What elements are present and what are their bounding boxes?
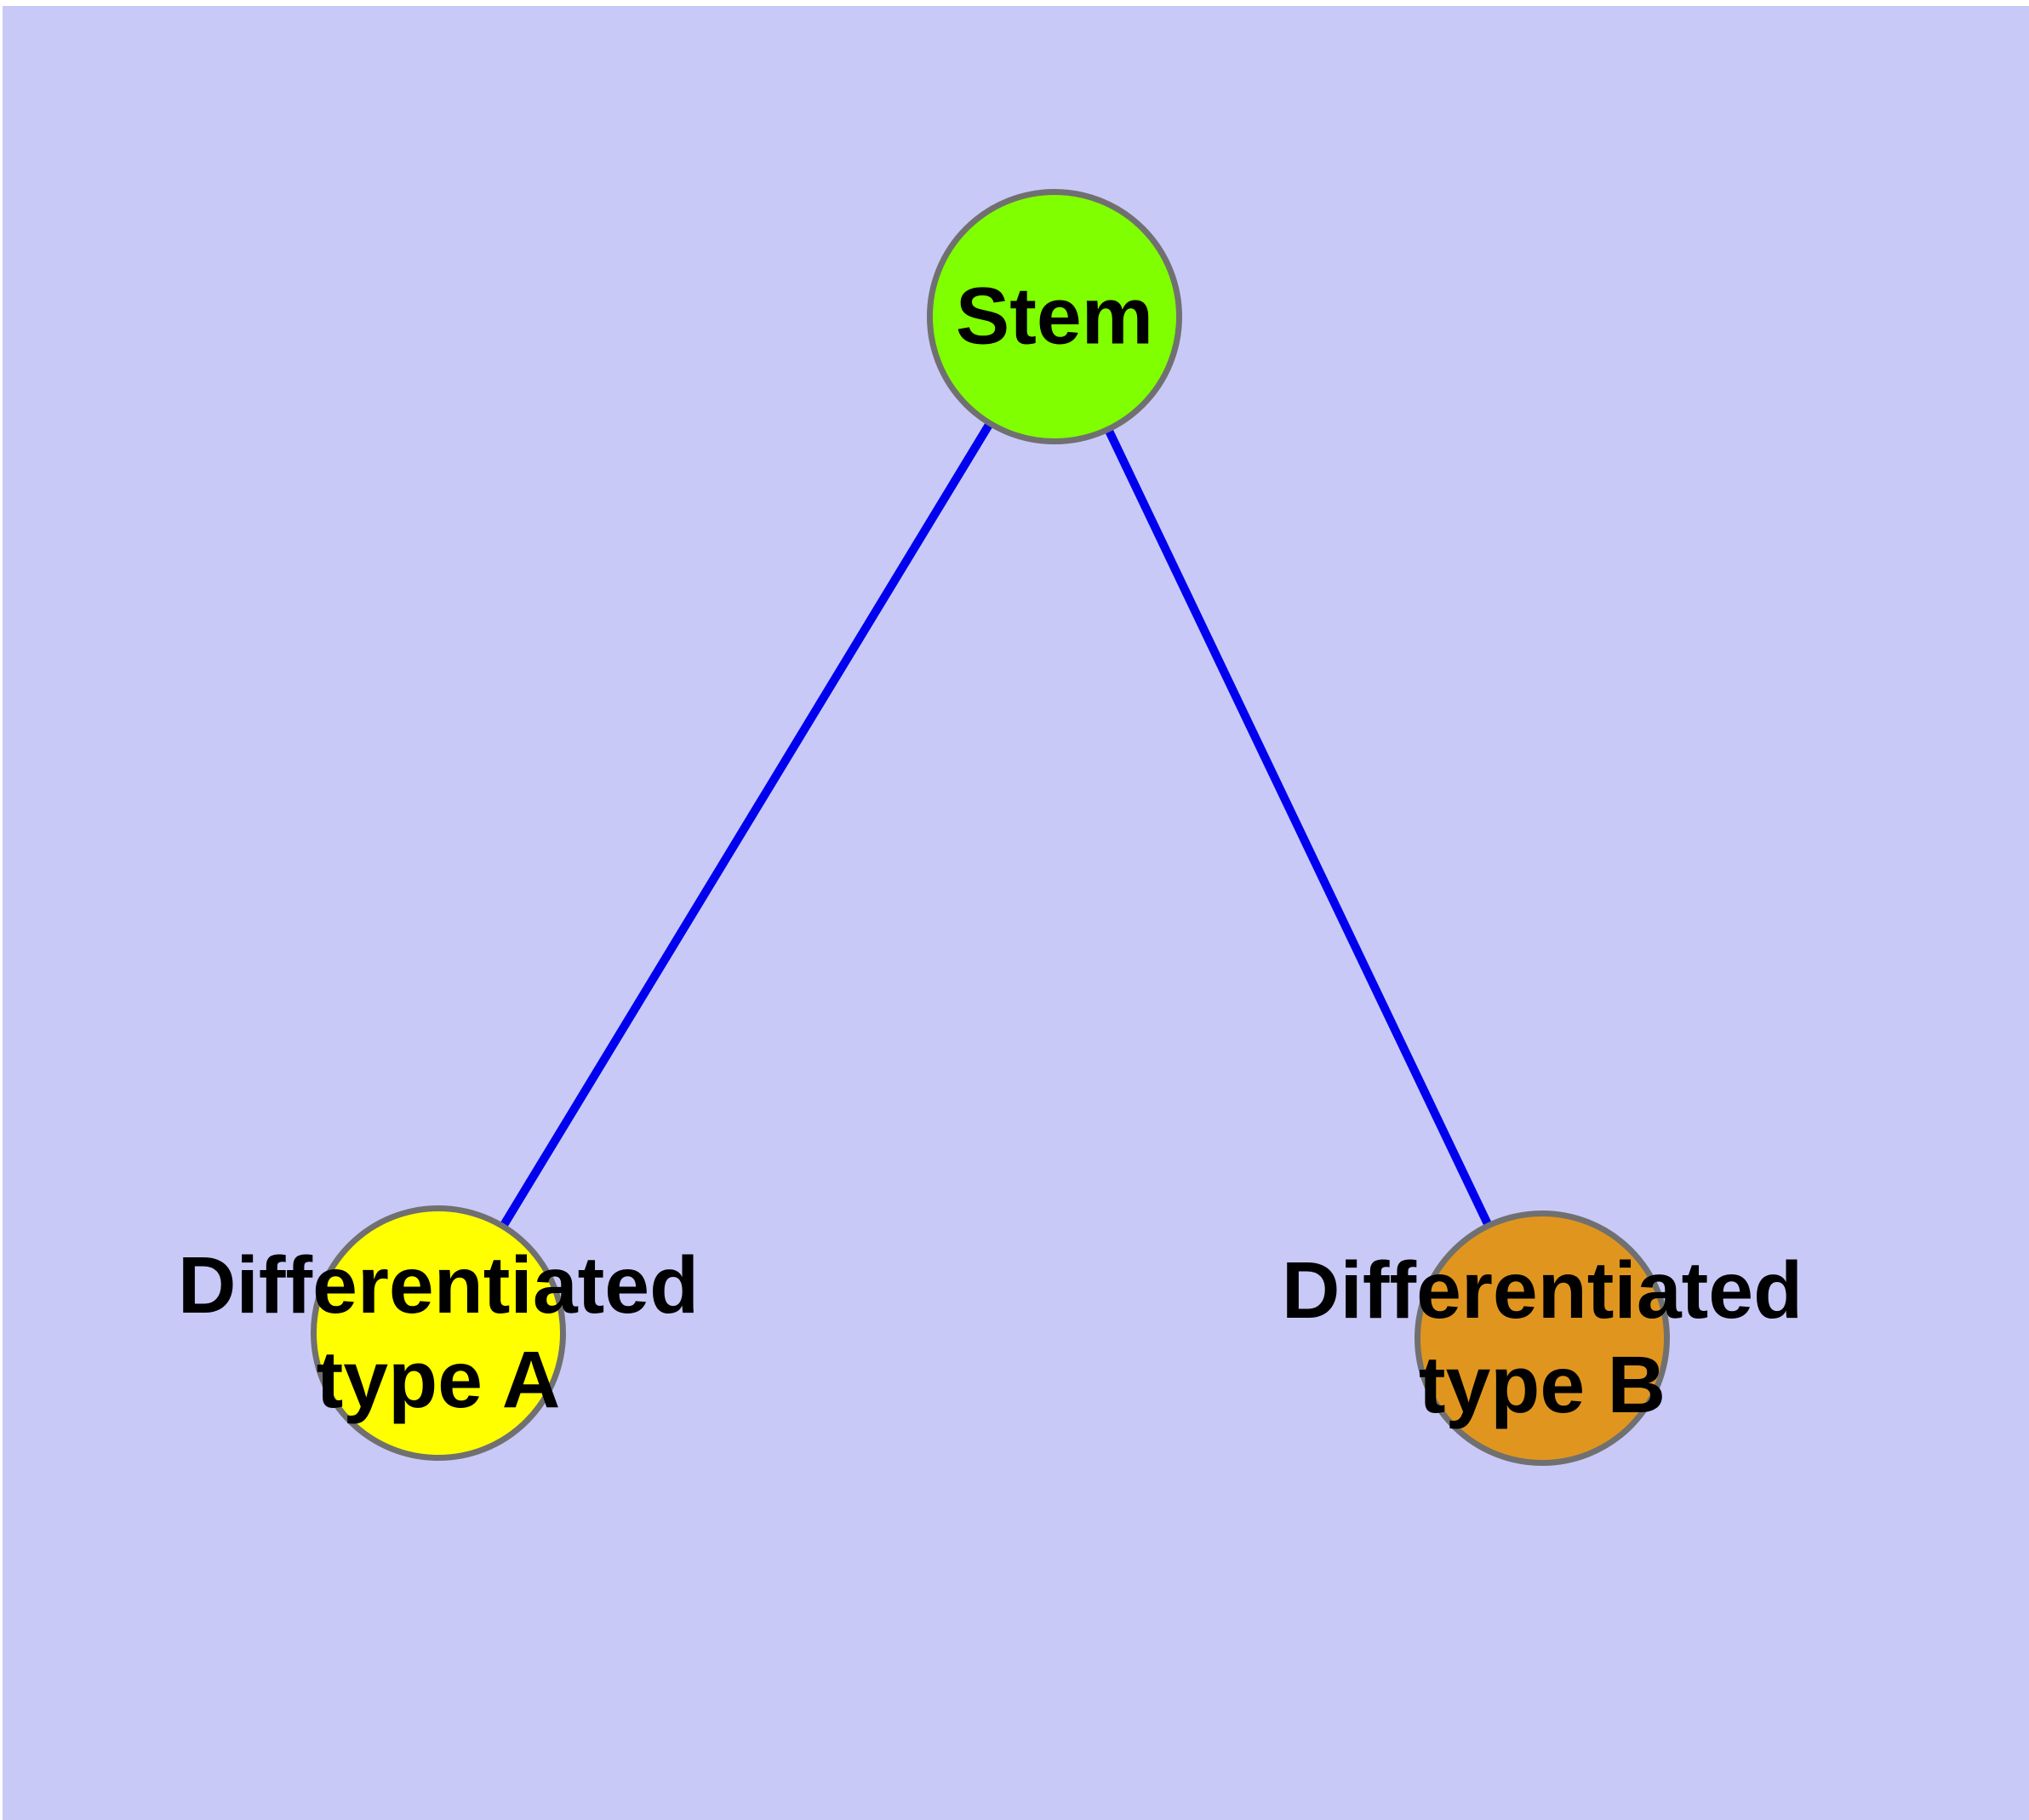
- node-label-line: type B: [1418, 1340, 1666, 1430]
- node-label-line: Differentiated: [177, 1239, 700, 1331]
- node-label-differentiated-type-a: Differentiated type A: [178, 1239, 699, 1428]
- node-differentiated-type-b: [1415, 1210, 1670, 1466]
- node-label-line: Differentiated: [1281, 1245, 1803, 1336]
- node-label-line: Stem: [955, 271, 1154, 362]
- node-stem: [927, 189, 1182, 444]
- node-label-line: type A: [316, 1335, 561, 1425]
- node-label-differentiated-type-b: Differentiated type B: [1282, 1244, 1803, 1433]
- node-label-stem: Stem: [956, 269, 1153, 363]
- node-differentiated-type-a: [311, 1205, 566, 1461]
